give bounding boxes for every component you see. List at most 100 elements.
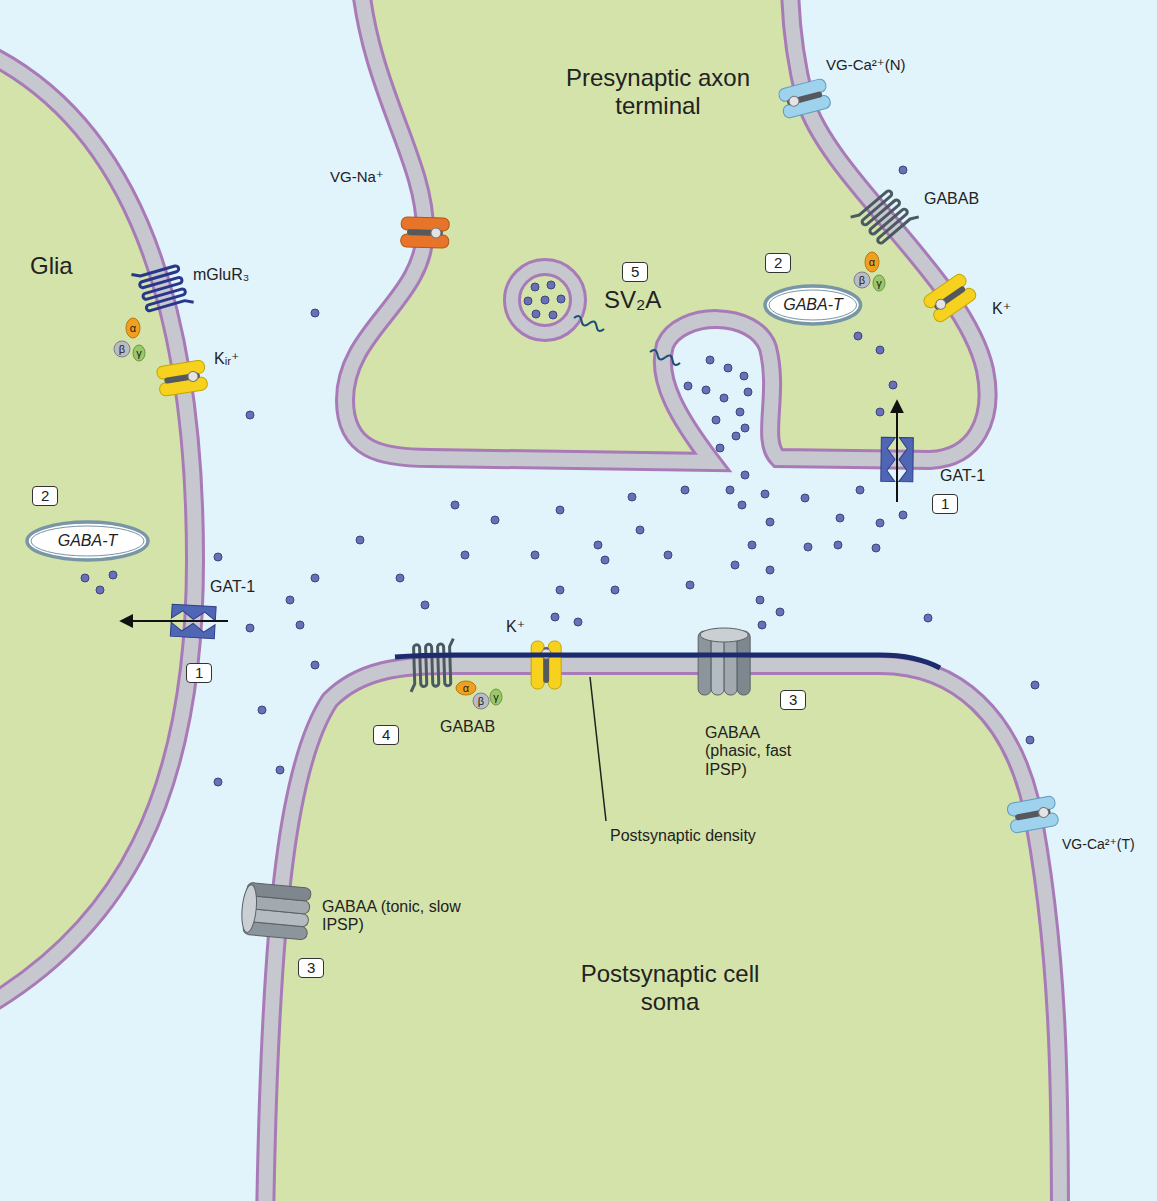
- channel-gate: [187, 371, 198, 382]
- vesicle-membrane: [512, 267, 578, 333]
- channel-subunit: [401, 234, 449, 248]
- label-holder: K⁺: [506, 618, 525, 636]
- gaba-molecule: [556, 586, 564, 594]
- subunit-letter: α: [869, 257, 875, 268]
- label-holder: Postsynaptic density: [610, 827, 756, 845]
- gaba-molecule: [731, 561, 739, 569]
- g-protein-subunit: [456, 681, 476, 695]
- gaba-molecule: [491, 516, 499, 524]
- gaba-molecule: [541, 296, 549, 304]
- membrane-core: [265, 665, 1060, 1201]
- gaba-molecule: [636, 526, 644, 534]
- vesicle-core: [512, 267, 578, 333]
- label-holder: mGluR₃: [193, 266, 249, 284]
- oval-outline: [765, 286, 861, 324]
- membrane-core: [345, 0, 988, 462]
- subunit-letter: γ: [136, 348, 142, 359]
- oval-outline: [27, 522, 148, 560]
- gaba-molecule: [628, 493, 636, 501]
- membrane-protein: [698, 628, 750, 695]
- channel-gate: [1038, 807, 1050, 819]
- node-label: GABA-T: [783, 296, 843, 314]
- part-label: GABAA (phasic, fast IPSP): [705, 724, 800, 779]
- gaba-molecule: [524, 297, 532, 305]
- gaba-molecule: [214, 553, 222, 561]
- gaba-molecule: [214, 778, 222, 786]
- gaba-molecule: [611, 586, 619, 594]
- label-holder: K⁺: [992, 300, 1011, 318]
- label-holder: VG-Ca²⁺(N): [826, 56, 906, 73]
- part-label: GAT-1: [940, 467, 985, 485]
- gaba-molecule: [706, 356, 714, 364]
- membrane-protein: [240, 882, 312, 940]
- g-protein-subunit: [473, 693, 489, 709]
- part-label: GABAB: [440, 718, 495, 736]
- label-holder: VG-Ca²⁺(T): [1062, 836, 1135, 852]
- label-holder: VG-Na⁺: [330, 168, 384, 185]
- part-label: GABAA (tonic, slow IPSP): [322, 898, 472, 935]
- membrane-protein: [778, 78, 832, 119]
- label-holder: GABAB: [924, 190, 979, 208]
- channel-gate: [431, 228, 441, 238]
- gaba-molecule: [311, 661, 319, 669]
- gaba-molecule: [741, 471, 749, 479]
- gaba-molecule: [96, 586, 104, 594]
- gaba-molecule: [594, 541, 602, 549]
- gaba-molecule: [246, 411, 254, 419]
- gaba-molecule: [557, 295, 565, 303]
- text-holder: Glia: [30, 252, 73, 280]
- g-protein-subunit: [490, 689, 502, 705]
- gaba-molecule: [744, 388, 752, 396]
- text-holder: Presynaptic axon terminal: [558, 64, 758, 119]
- label-holder: γ: [136, 348, 142, 359]
- subunit-letter: α: [130, 323, 136, 334]
- gaba-molecule: [276, 766, 284, 774]
- gaba-molecule: [311, 574, 319, 582]
- label-holder: β: [478, 696, 484, 707]
- label-holder: 1: [186, 663, 212, 683]
- gaba-molecule: [396, 574, 404, 582]
- label-holder: GABAA (phasic, fast IPSP): [705, 724, 800, 779]
- gaba-molecule: [296, 621, 304, 629]
- part-label: GABAB: [924, 190, 979, 208]
- receptor-coil: [409, 639, 455, 692]
- node-label: Glia: [30, 252, 73, 280]
- membrane-protein: [922, 272, 979, 324]
- gaba-molecule: [702, 386, 710, 394]
- callout-number: 3: [780, 690, 806, 710]
- callout-number: 5: [622, 262, 648, 282]
- gaba-molecule: [899, 166, 907, 174]
- gaba-molecule: [736, 408, 744, 416]
- postsynaptic-density: [395, 655, 940, 668]
- gaba-molecule: [531, 551, 539, 559]
- g-protein-subunit: [126, 318, 140, 338]
- node-outline: [0, 0, 215, 1030]
- text-holder: Postsynaptic cell soma: [570, 960, 770, 1015]
- membrane-outer: [265, 665, 1060, 1201]
- node-label: Postsynaptic cell soma: [570, 960, 770, 1015]
- gaba-molecule: [531, 283, 539, 291]
- g-protein-subunit: [865, 252, 879, 272]
- channel-subunit: [548, 641, 561, 689]
- label-holder: GAT-1: [210, 578, 255, 596]
- membrane-protein: [409, 639, 455, 692]
- sv2a-protein: [649, 349, 681, 367]
- part-label: GAT-1: [210, 578, 255, 596]
- gaba-molecule: [801, 494, 809, 502]
- enzyme-oval: GABA-T: [25, 520, 150, 562]
- label-holder: α: [463, 683, 469, 694]
- oval-inner-line: [31, 526, 144, 556]
- gaba-molecule: [856, 486, 864, 494]
- g-protein-subunit: [114, 341, 130, 357]
- gaba-molecule: [686, 581, 694, 589]
- gaba-molecule: [876, 519, 884, 527]
- gaba-molecule: [726, 486, 734, 494]
- membrane-group: [345, 0, 988, 462]
- membrane-protein: [401, 217, 450, 248]
- channel-subunit: [401, 217, 449, 231]
- leader-line: [590, 677, 606, 821]
- gaba-molecule: [804, 543, 812, 551]
- label-holder: SV₂A: [604, 286, 661, 314]
- gaba-molecule: [684, 382, 692, 390]
- transporter-half: [170, 622, 215, 639]
